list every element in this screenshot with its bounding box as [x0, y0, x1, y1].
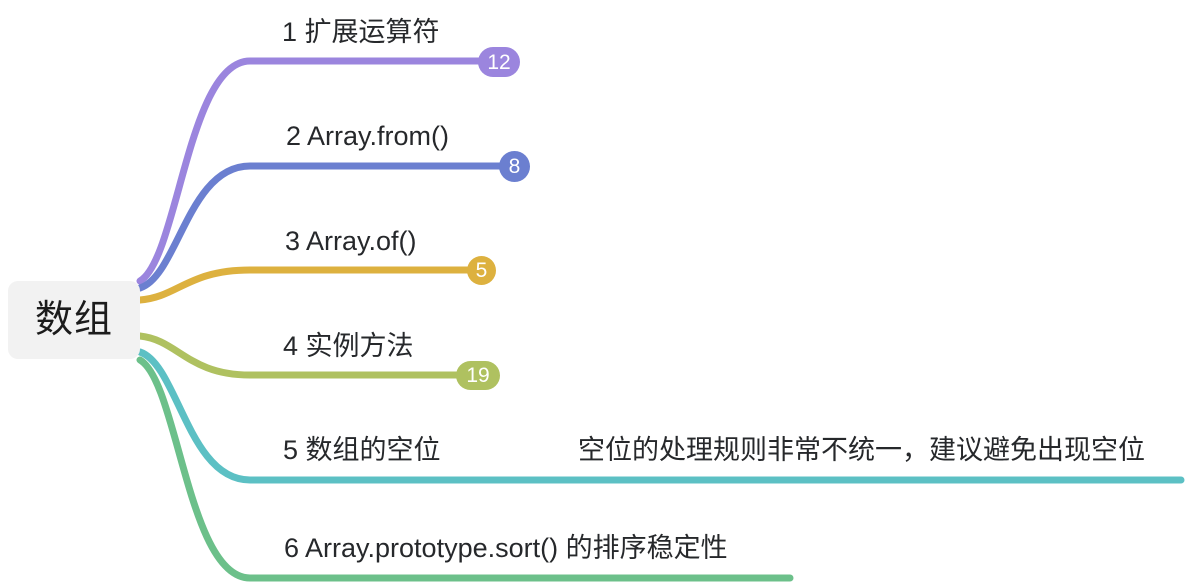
branch-label-3[interactable]: 3 Array.of() [285, 226, 417, 256]
branch-annotation-5[interactable]: 空位的处理规则非常不统一，建议避免出现空位 [578, 435, 1145, 465]
branch-count-badge-2[interactable]: 8 [499, 151, 530, 182]
branch-label-5[interactable]: 5 数组的空位 [283, 435, 441, 465]
root-node-label: 数组 [34, 299, 113, 341]
branch-line-3[interactable] [136, 266, 476, 304]
branch-count-badge-1[interactable]: 12 [478, 47, 520, 77]
branch-label-2[interactable]: 2 Array.from() [286, 121, 450, 151]
branch-count-badge-3[interactable]: 5 [467, 256, 496, 285]
branch-label-6[interactable]: 6 Array.prototype.sort() 的排序稳定性 [284, 533, 728, 563]
branch-label-4[interactable]: 4 实例方法 [283, 331, 414, 361]
branch-label-1[interactable]: 1 扩展运算符 [282, 17, 440, 47]
root-node[interactable]: 数组 [8, 281, 140, 359]
branch-count-badge-4[interactable]: 19 [456, 361, 500, 390]
